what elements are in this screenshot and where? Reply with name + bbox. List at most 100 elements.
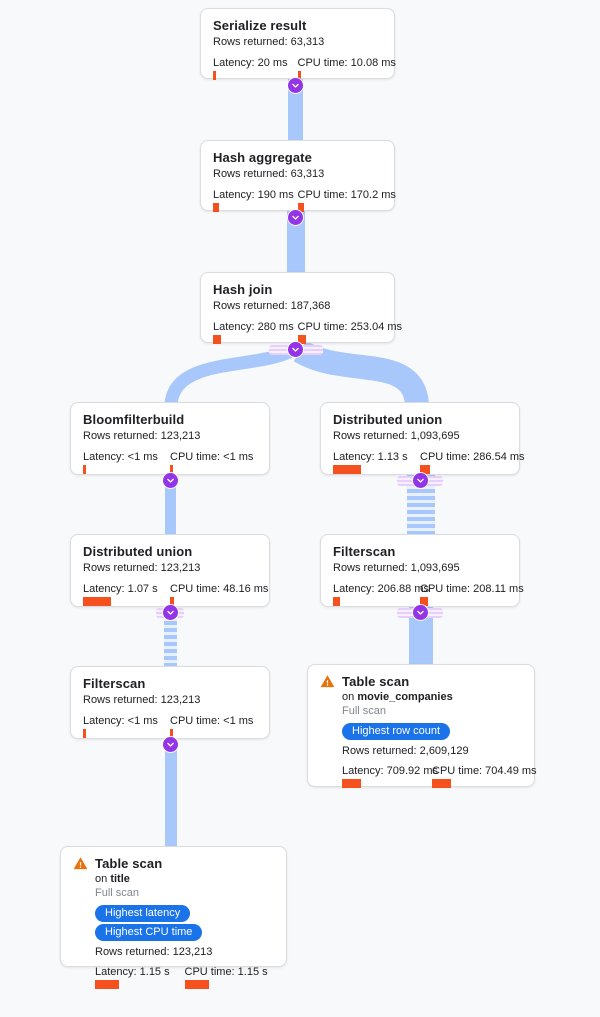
- latency-bar: [333, 597, 340, 606]
- cpu-time-label: CPU time: 1.15 s: [184, 966, 268, 978]
- scan-type: Full scan: [95, 887, 140, 899]
- highest-row-count-badge: Highest row count: [342, 723, 451, 740]
- latency-bar: [213, 203, 219, 212]
- latency-label: Latency: 1.13 s: [333, 451, 408, 463]
- rows-returned: Rows returned: 123,213: [83, 694, 201, 706]
- cpu-time-bar: [420, 597, 428, 606]
- collapse-button-bloomfilterbuild[interactable]: [163, 473, 178, 488]
- node-filterscan-left[interactable]: Filterscan Rows returned: 123,213 Latenc…: [70, 666, 270, 739]
- cpu-time-bar: [297, 335, 306, 344]
- latency-label: Latency: 206.88 ms: [333, 583, 430, 595]
- rows-returned: Rows returned: 1,093,695: [333, 430, 460, 442]
- chevron-down-icon: [417, 478, 424, 483]
- edge-serialize-hashaggregate: [288, 79, 303, 141]
- node-bloomfilterbuild[interactable]: Bloomfilterbuild Rows returned: 123,213 …: [70, 402, 270, 475]
- node-title: Table scan: [342, 674, 410, 689]
- chevron-down-icon: [167, 742, 174, 747]
- table-name: movie_companies: [357, 691, 453, 703]
- latency-bar: [83, 597, 111, 606]
- cpu-time-bar: [170, 465, 173, 474]
- node-hash-aggregate[interactable]: Hash aggregate Rows returned: 63,313 Lat…: [200, 140, 396, 212]
- edge-distributedunion-filterscan-left: [164, 607, 177, 667]
- cpu-time-bar: [297, 71, 301, 80]
- node-table-scan-title[interactable]: Table scan on title Full scan Highest la…: [60, 846, 287, 989]
- cpu-time-label: CPU time: 48.16 ms: [170, 583, 269, 595]
- cpu-time-bar: [432, 779, 451, 788]
- node-serialize-result[interactable]: Serialize result Rows returned: 63,313 L…: [200, 8, 396, 80]
- node-distributed-union-left[interactable]: Distributed union Rows returned: 123,213…: [70, 534, 270, 607]
- rows-returned: Rows returned: 63,313: [213, 36, 325, 48]
- edge-hashjoin-bloomfilterbuild: [164, 344, 297, 406]
- latency-label: Latency: 280 ms: [213, 321, 294, 333]
- latency-bar: [95, 980, 119, 989]
- node-table-scan-movie-companies[interactable]: Table scan on movie_companies Full scan …: [307, 664, 537, 788]
- latency-bar: [83, 465, 86, 474]
- edge-filterscan-tablescan-left: [165, 739, 177, 847]
- cpu-time-label: CPU time: 253.04 ms: [297, 321, 403, 333]
- collapse-button-distributed-union-right[interactable]: [413, 473, 428, 488]
- collapse-button-serialize-result[interactable]: [288, 78, 303, 93]
- latency-label: Latency: <1 ms: [83, 451, 158, 463]
- latency-bar: [213, 71, 216, 80]
- chevron-down-icon: [292, 215, 299, 220]
- latency-label: Latency: <1 ms: [83, 715, 158, 727]
- rows-returned: Rows returned: 123,213: [83, 430, 201, 442]
- node-title: Bloomfilterbuild: [83, 412, 185, 427]
- collapse-button-hash-join[interactable]: [288, 342, 303, 357]
- edge-bloomfilterbuild-distributedunion: [165, 475, 176, 535]
- edge-hashaggregate-hashjoin: [287, 211, 305, 273]
- scan-type: Full scan: [342, 705, 387, 717]
- cpu-time-bar: [170, 597, 174, 606]
- latency-label: Latency: 20 ms: [213, 57, 288, 69]
- node-title: Hash join: [213, 282, 273, 297]
- rows-returned: Rows returned: 1,093,695: [333, 562, 460, 574]
- cpu-time-bar: [170, 729, 173, 738]
- rows-returned: Rows returned: 2,609,129: [342, 745, 469, 757]
- chevron-down-icon: [292, 347, 299, 352]
- node-title: Distributed union: [83, 544, 193, 559]
- node-filterscan-right[interactable]: Filterscan Rows returned: 1,093,695 Late…: [320, 534, 524, 607]
- rows-returned: Rows returned: 123,213: [83, 562, 201, 574]
- node-distributed-union-right[interactable]: Distributed union Rows returned: 1,093,6…: [320, 402, 525, 475]
- collapse-button-hash-aggregate[interactable]: [288, 210, 303, 225]
- scan-target: on title: [95, 873, 130, 885]
- collapse-button-distributed-union-left[interactable]: [163, 605, 178, 620]
- latency-bar: [342, 779, 361, 788]
- chevron-down-icon: [292, 83, 299, 88]
- warning-icon: [73, 856, 88, 871]
- highest-latency-badge: Highest latency: [95, 905, 191, 922]
- node-title: Filterscan: [333, 544, 396, 559]
- chevron-down-icon: [417, 610, 424, 615]
- node-title: Filterscan: [83, 676, 146, 691]
- latency-bar: [333, 465, 361, 474]
- node-title: Serialize result: [213, 18, 307, 33]
- rows-returned: Rows returned: 63,313: [213, 168, 325, 180]
- table-name: title: [110, 873, 130, 885]
- rows-returned: Rows returned: 123,213: [95, 946, 213, 958]
- node-title: Table scan: [95, 856, 163, 871]
- collapse-button-filterscan-right[interactable]: [413, 605, 428, 620]
- node-title: Distributed union: [333, 412, 443, 427]
- cpu-time-label: CPU time: 704.49 ms: [432, 765, 537, 777]
- latency-label: Latency: 1.07 s: [83, 583, 158, 595]
- latency-label: Latency: 190 ms: [213, 189, 294, 201]
- collapse-button-filterscan-left[interactable]: [163, 737, 178, 752]
- edge-hashjoin-distributedunion: [293, 340, 429, 407]
- cpu-time-bar: [297, 203, 304, 212]
- cpu-time-label: CPU time: <1 ms: [170, 715, 254, 727]
- cpu-time-bar: [420, 465, 430, 474]
- node-hash-join[interactable]: Hash join Rows returned: 187,368 Latency…: [200, 272, 403, 344]
- latency-label: Latency: 1.15 s: [95, 966, 170, 978]
- chevron-down-icon: [167, 610, 174, 615]
- highest-cpu-time-badge: Highest CPU time: [95, 924, 203, 941]
- node-title: Hash aggregate: [213, 150, 312, 165]
- rows-returned: Rows returned: 187,368: [213, 300, 331, 312]
- cpu-time-bar: [184, 980, 209, 989]
- scan-target: on movie_companies: [342, 691, 453, 703]
- warning-icon: [320, 674, 335, 689]
- latency-bar: [213, 335, 221, 344]
- latency-label: Latency: 709.92 ms: [342, 765, 439, 777]
- cpu-time-label: CPU time: 10.08 ms: [297, 57, 396, 69]
- latency-bar: [83, 729, 86, 738]
